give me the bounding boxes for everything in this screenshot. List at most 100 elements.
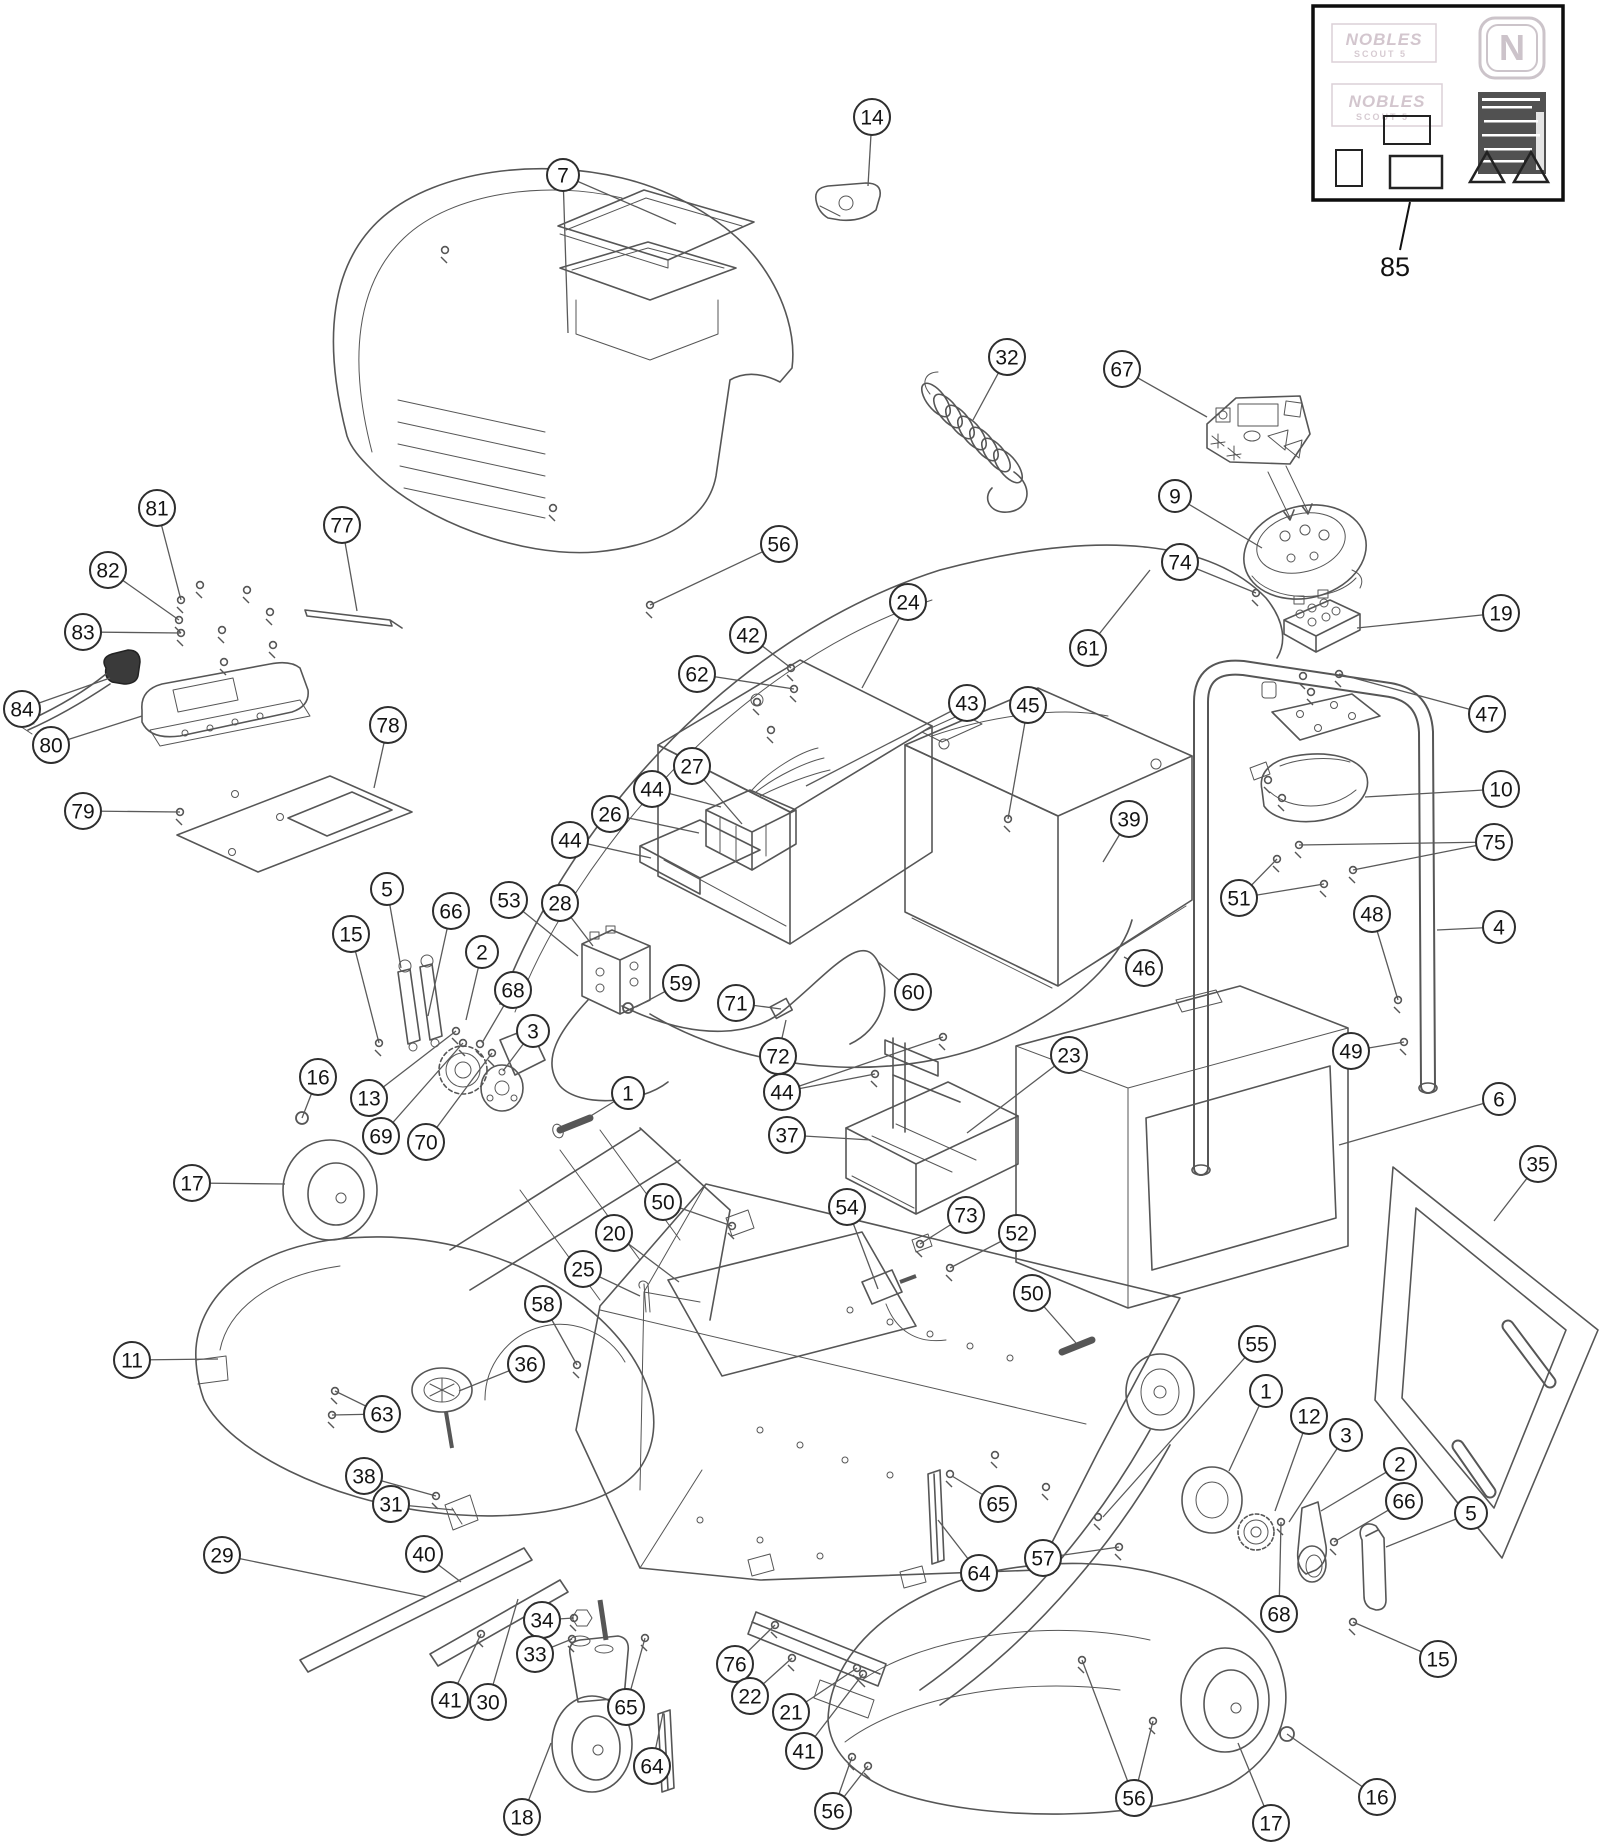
- side-frame-right: [827, 1353, 1287, 1815]
- fastener-bolt: [1272, 854, 1282, 873]
- callout-1-70: 1: [1249, 1374, 1283, 1408]
- side-frame-left: [195, 1127, 731, 1517]
- fastener-bolt: [1114, 1542, 1124, 1561]
- callout-36-68: 36: [507, 1345, 545, 1383]
- callout-number: 20: [602, 1223, 625, 1246]
- battery: [904, 687, 1193, 989]
- callout-2-37: 2: [465, 935, 499, 969]
- callout-number: 47: [1475, 704, 1498, 727]
- callout-number: 26: [598, 804, 621, 827]
- callout-number: 41: [438, 1690, 461, 1713]
- callout-73-61: 73: [947, 1196, 985, 1234]
- callout-64-87: 64: [633, 1747, 671, 1785]
- fastener-bolt: [915, 1239, 925, 1258]
- callout-number: 46: [1132, 958, 1155, 981]
- callout-24-12: 24: [889, 583, 927, 621]
- callout-number: 28: [548, 893, 571, 916]
- callout-65-86: 65: [607, 1688, 645, 1726]
- callout-number: 44: [770, 1082, 794, 1105]
- callout-number: 63: [370, 1404, 393, 1427]
- fastener-bolt: [265, 607, 275, 626]
- callout-62-14: 62: [678, 655, 716, 693]
- callout-number: 53: [497, 890, 520, 913]
- callout-number: 76: [723, 1654, 746, 1677]
- callout-44-27: 44: [551, 821, 589, 859]
- trim-tool: [304, 609, 403, 629]
- callout-number: 80: [39, 735, 62, 758]
- callout-83-8: 83: [64, 613, 102, 651]
- fastener-bolt: [569, 1613, 579, 1632]
- fastener-bolt: [1294, 840, 1304, 859]
- callout-52-62: 52: [998, 1214, 1036, 1252]
- callout-79-20: 79: [64, 792, 102, 830]
- fastener-bolt: [1348, 865, 1358, 884]
- callout-number: 79: [71, 801, 94, 824]
- control-console: [1243, 504, 1367, 600]
- callout-number: 33: [523, 1644, 546, 1667]
- callout-number: 62: [685, 664, 708, 687]
- fastener-bolt: [1298, 671, 1308, 690]
- callout-4-32: 4: [1482, 910, 1516, 944]
- callout-17-98: 17: [1252, 1804, 1290, 1842]
- hood-lid: [557, 189, 755, 269]
- contactor: [581, 925, 651, 1015]
- squeegee-frame: [1374, 1166, 1599, 1559]
- callout-number: 35: [1526, 1154, 1549, 1177]
- retaining-ring: [295, 1111, 309, 1125]
- callout-number: 40: [412, 1544, 435, 1567]
- callout-20-60: 20: [595, 1214, 633, 1252]
- handle-frame: [1191, 659, 1557, 1499]
- callout-number: 12: [1297, 1406, 1320, 1429]
- callout-number: 64: [640, 1756, 664, 1779]
- callout-number: 5: [1465, 1503, 1477, 1526]
- callout-number: 19: [1489, 603, 1512, 626]
- callout-14-1: 14: [853, 98, 891, 136]
- callout-number: 15: [1426, 1649, 1449, 1672]
- callout-number: 81: [145, 498, 168, 521]
- callout-50-58: 50: [644, 1183, 682, 1221]
- fastener-bolt: [440, 245, 450, 264]
- callout-59-40: 59: [662, 964, 700, 1002]
- callout-35-56: 35: [1519, 1145, 1557, 1183]
- callout-number: 56: [1122, 1788, 1145, 1811]
- callout-10-23: 10: [1482, 770, 1520, 808]
- fastener-bolt: [640, 1633, 650, 1652]
- callout-number: 43: [955, 693, 978, 716]
- callout-number: 42: [736, 625, 759, 648]
- fastener-bolt: [1277, 793, 1287, 812]
- fastener-bolt: [242, 585, 252, 604]
- fastener-bolt: [1041, 1482, 1051, 1501]
- callout-18-88: 18: [503, 1798, 541, 1836]
- callout-48-31: 48: [1353, 895, 1391, 933]
- callout-number: 24: [896, 592, 920, 615]
- fastener-bolt: [176, 595, 186, 614]
- callout-31-80: 31: [372, 1485, 410, 1523]
- callout-64-95: 64: [960, 1554, 998, 1592]
- fastener-bolt: [990, 1450, 1000, 1469]
- callout-66-34: 66: [432, 892, 470, 930]
- callout-6-55: 6: [1482, 1082, 1516, 1116]
- fastener-bolt: [945, 1263, 955, 1282]
- callout-number: 72: [766, 1046, 789, 1069]
- callout-56-10: 56: [760, 525, 798, 563]
- callout-74-5: 74: [1161, 543, 1199, 581]
- control-module: [19, 649, 311, 747]
- fastener-bolt: [752, 697, 762, 716]
- callout-57-96: 57: [1024, 1539, 1062, 1577]
- fastener-bolt: [327, 1410, 337, 1429]
- machine-parts-artwork: [19, 167, 1599, 1815]
- callout-number: 59: [669, 973, 692, 996]
- solution-valve: [861, 1233, 947, 1342]
- fastener-bolt: [858, 1669, 868, 1688]
- brand-decal-1: NOBLES SCOUT 5: [1331, 23, 1437, 63]
- callout-number: 52: [1005, 1223, 1028, 1246]
- callout-16-99: 16: [1358, 1778, 1396, 1816]
- callout-number: 77: [330, 515, 353, 538]
- caster-cluster-right: [1237, 1501, 1387, 1611]
- fastener-bolt: [487, 1048, 497, 1067]
- fastener-bolt: [548, 503, 558, 522]
- brand-decal-2-sub: SCOUT 5: [1356, 112, 1409, 122]
- callout-number: 38: [352, 1466, 375, 1489]
- callout-number: 65: [986, 1494, 1009, 1517]
